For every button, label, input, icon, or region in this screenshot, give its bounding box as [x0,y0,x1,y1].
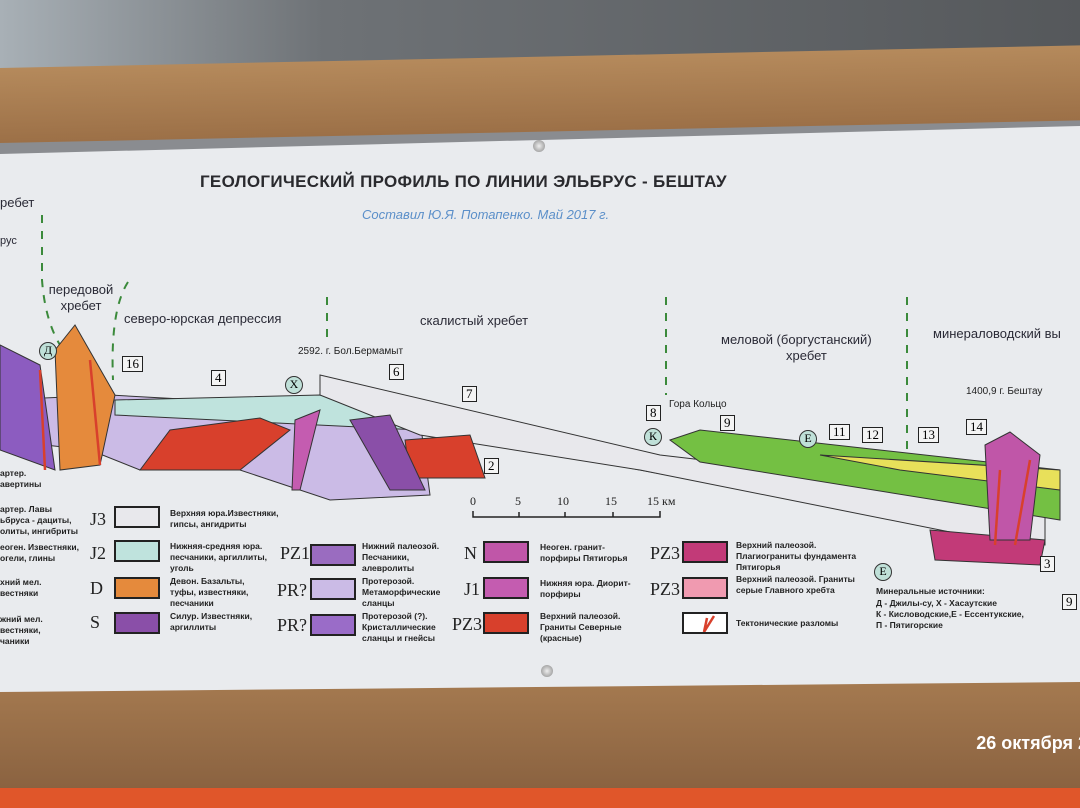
legend-swatch [483,541,529,563]
peak-bermamyt: 2592. г. Бол.Бермамыт [298,346,404,357]
tectonic-faults [38,359,1032,546]
layer-red-granite [139,417,291,471]
legend-symbol: J1 [464,579,481,599]
peak-koltso: Гора Кольцо [669,399,727,410]
profile-number: 3 [1040,556,1055,572]
profile-number: 16 [122,356,143,372]
legend-text: Протерозой (?). Кристаллические сланцы и… [362,611,436,643]
springs-line: Д - Джилы-су, Х - Хасаутские [876,598,997,608]
profile-number: 14 [966,419,987,435]
legend-text: Силур. Известняки, аргиллиты [170,611,253,632]
spring-marker: Х [285,376,303,394]
legend-symbol: D [90,578,103,598]
legend-swatch [310,614,356,636]
scale-tick: 10 [557,494,569,508]
legend-swatch [483,577,529,599]
region-chalk-ridge-2: хребет [786,348,827,363]
region-rocky-ridge: скалистый хребет [420,313,529,328]
profile-number: 2 [484,458,499,474]
profile-number: 12 [862,427,883,443]
legend-text: Девон. Базальты, туфы, известняки, песча… [170,576,249,608]
layer-cretaceous-green [668,429,1061,521]
legend-symbol: PR? [277,615,308,635]
scale-unit: 15 км [647,494,676,508]
legend-swatch-fault [682,612,728,634]
wooden-frame-bottom [0,680,1080,790]
legend-text: Нижняя-средняя юра. песчаники, аргиллиты… [170,541,267,573]
profile-number: 11 [829,424,850,440]
screw-icon [541,665,553,677]
profile-number: 7 [462,386,477,402]
legend-symbol: N [464,543,477,563]
profile-number: 9 [720,415,735,431]
legend-symbol: J3 [90,509,107,529]
legend-partial: артер. авертины [0,468,42,489]
region-boundaries [41,215,908,455]
legend-partial: еоген. Известняки, огели, глины [0,542,79,563]
profile-number: 8 [646,405,661,421]
layer-silurian [349,414,426,491]
profile-number: 4 [211,370,226,386]
region-chalk-ridge: меловой (боргустанский) [721,332,872,347]
legend-swatch [114,577,160,599]
legend-symbol: S [90,612,101,632]
profile-number: 13 [918,427,939,443]
region-mineralovodsky: минераловодский вы [933,326,1061,341]
legend-symbol: PR? [277,580,308,600]
scale-bar [472,511,661,518]
legend-text: Верхний палеозой. Плагиограниты фундамен… [736,540,857,572]
legend-text: Нижняя юра. Диорит-порфиры [540,578,631,599]
scale-tick: 5 [515,494,521,508]
legend-text: Тектонические разломы [736,618,839,628]
legend-text: Верхний палеозой. Граниты серые Главного… [736,574,855,595]
legend-text: Верхняя юра.Известняки, гипсы, ангидриты [170,508,279,529]
spring-marker: К [644,428,662,446]
legend-swatch [114,506,160,528]
legend-symbol: PZ1 [280,543,311,563]
springs-line: К - Кисловодские,Е - Ессентукские, [876,609,1024,619]
legend-text: Верхний палеозой. Граниты Северные (крас… [540,611,622,643]
spring-marker: Е [799,430,817,448]
region-elbrus: рус [0,235,17,247]
spring-marker: Е [874,563,892,581]
legend-swatch [682,541,728,563]
legend-symbol: PZ3 [452,614,483,634]
legend-text: Нижний палеозой. Песчаники, алевролиты [362,541,440,573]
legend-symbol: PZ3 [650,579,681,599]
legend-swatch [114,540,160,562]
legend-partial: хний мел. вестняки [0,577,42,598]
peak-beshtau: 1400,9 г. Бештау [966,386,1043,397]
legend-symbol: PZ3 [650,543,681,563]
legend-text: Неоген. гранит-порфиры Пятигорья [540,542,628,563]
legend-partial: артер. Лавы ьбруса - дациты, олиты, инги… [0,504,78,536]
legend-swatch [682,577,728,599]
scale-tick: 0 [470,494,476,508]
springs-heading: Минеральные источники: [876,586,985,596]
legend-swatch [114,612,160,634]
legend-swatch [483,612,529,634]
region-main-ridge: ребет [0,195,35,210]
layer-diorite-intrusion [291,409,321,491]
legend-symbol: J2 [90,543,107,563]
profile-number: 9 [1062,594,1077,610]
region-north-jurassic: северо-юрская депрессия [124,311,282,326]
screw-icon [533,140,545,152]
layer-beshtau-granite-porphyry [984,431,1041,541]
layer-devonian [54,324,116,471]
orange-strip [0,788,1080,808]
scale-tick: 15 [605,494,617,508]
spring-marker: Д [39,342,57,360]
legend-swatch [310,578,356,600]
profile-number: 6 [389,364,404,380]
springs-line: П - Пятигорские [876,620,943,630]
legend-partial: жний мел. вестняки, чаники [0,614,43,646]
region-front-ridge: передовой хребет [48,282,114,313]
poster-subtitle: Составил Ю.Я. Потапенко. Май 2017 г. [362,207,610,222]
poster-title: ГЕОЛОГИЧЕСКИЙ ПРОФИЛЬ ПО ЛИНИИ ЭЛЬБРУС -… [200,172,727,191]
photo-date-stamp: 26 октября 2 [976,733,1080,753]
legend-text: Протерозой. Метаморфические сланцы [362,576,441,608]
legend-swatch [310,544,356,566]
